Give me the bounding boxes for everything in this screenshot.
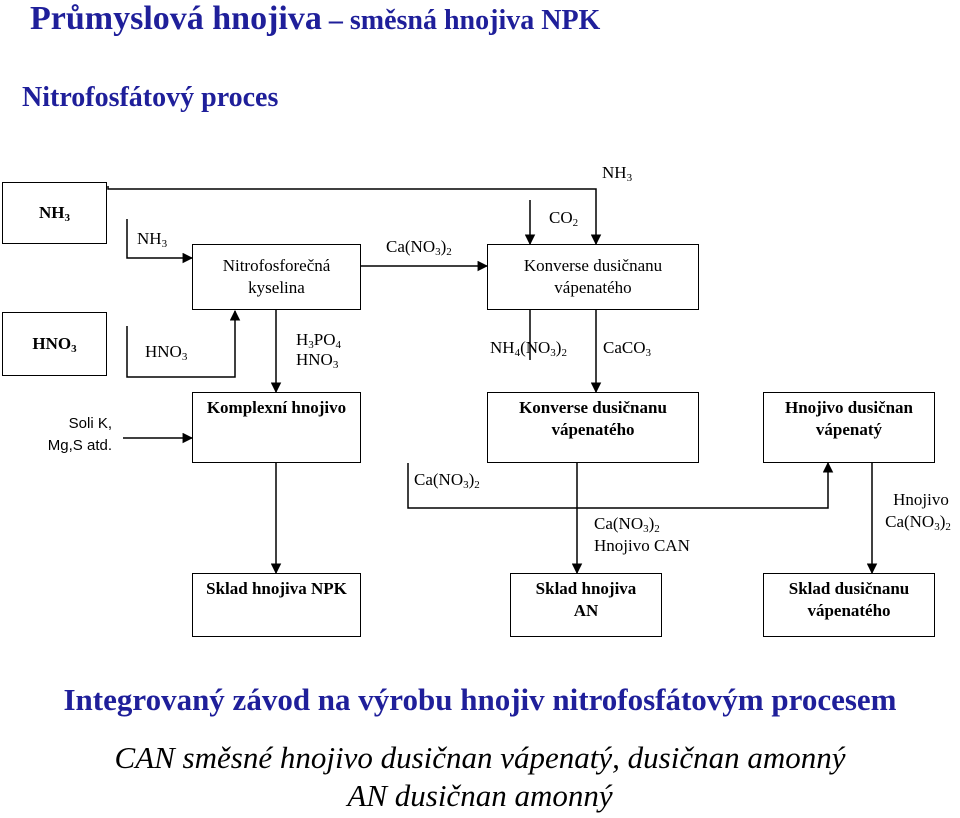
- label-cano3-top: Ca(NO3)2: [386, 237, 452, 258]
- footer-heading: Integrovaný závod na výrobu hnojiv nitro…: [63, 682, 897, 717]
- nh3-feed-line: [126, 219, 194, 264]
- input-soli-label: Soli K,Mg,S atd.: [47, 415, 112, 454]
- label-nh4no3: NH4(NO3)2: [490, 338, 567, 359]
- cano3-mid-line: [407, 461, 834, 509]
- title-dash: –: [321, 5, 350, 36]
- box-sklad-npk: Sklad hnojiva NPK: [192, 573, 361, 637]
- label-co2: CO2: [549, 208, 579, 229]
- label-hno3-mid: HNO3: [296, 350, 339, 371]
- label-h3po4: H3PO4: [296, 330, 342, 351]
- page-subtitle: Nitrofosfátový proces: [22, 82, 279, 113]
- box-komplexni-hnojivo: Komplexní hnojivo: [192, 392, 361, 463]
- page-title: Průmyslová hnojiva – směsná hnojiva NPK: [30, 0, 600, 38]
- title-sub: směsná hnojiva NPK: [349, 5, 601, 36]
- input-hno3-box: HNO3: [2, 312, 107, 376]
- hno3-feed-line: [126, 309, 241, 378]
- footer-can-note: CAN směsné hnojivo dusičnan vápenatý, du…: [114, 740, 846, 775]
- label-nh3-left: NH3: [137, 229, 168, 250]
- input-soli-box: Soli K,Mg,S atd.: [2, 404, 122, 466]
- title-main: Průmyslová hnojiva: [30, 0, 322, 37]
- input-nh3-box: NH3: [2, 182, 107, 244]
- label-nh3-top: NH3: [602, 163, 633, 184]
- input-nh3-label: NH3: [39, 203, 70, 224]
- label-hno3-left: HNO3: [145, 342, 188, 363]
- nh3-top-line: [107, 186, 602, 246]
- footer-an-note: AN dusičnan amonný: [347, 778, 613, 813]
- input-hno3-label: HNO3: [32, 334, 77, 355]
- label-caco3: CaCO3: [603, 338, 651, 359]
- label-cano3-mid: Ca(NO3)2: [414, 470, 480, 491]
